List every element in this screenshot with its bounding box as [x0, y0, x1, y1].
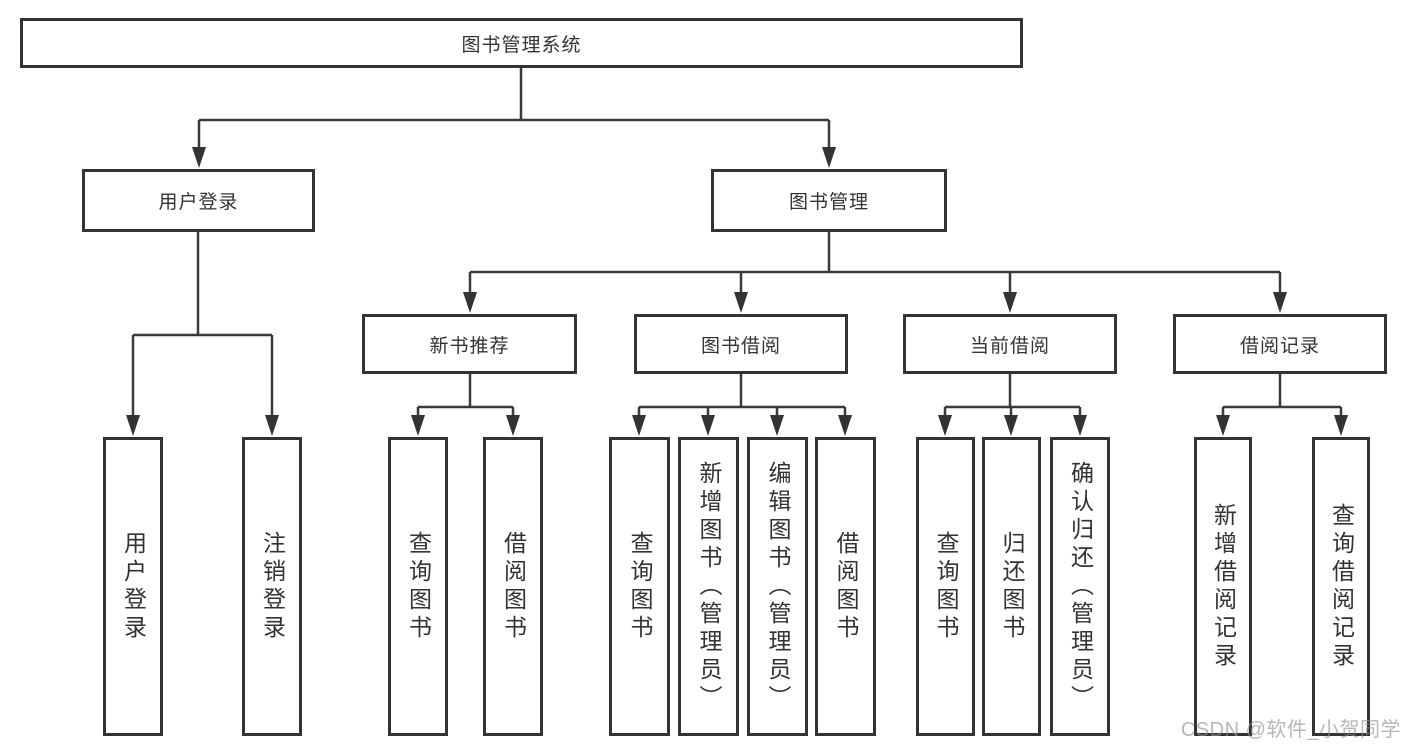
arrowheads [126, 147, 1348, 436]
leaf-borrow-query-books: 查询图书 [609, 437, 670, 736]
arrow-down-icon [411, 415, 425, 436]
leaf-newbook-query-books: 查询图书 [388, 437, 448, 736]
node-root-label: 图书管理系统 [461, 34, 582, 56]
leaf-user-login: 用户登录 [103, 437, 163, 736]
leaf-borrow-add-books-admin-label: 新增图书（管理员） [696, 460, 722, 713]
arrow-down-icon [838, 415, 852, 436]
leaf-current-confirm-return-admin: 确认归还（管理员） [1050, 437, 1110, 736]
arrow-down-icon [1216, 415, 1230, 436]
arrow-down-icon [265, 415, 279, 436]
leaf-records-query-record-label: 查询借阅记录 [1328, 502, 1355, 671]
leaf-current-confirm-return-admin-label: 确认归还（管理员） [1067, 460, 1094, 713]
node-current-borrow-label: 当前借阅 [969, 335, 1050, 357]
edge-newbook-to-leaves [416, 374, 515, 419]
arrow-down-icon [126, 415, 140, 436]
edge-userlogin-to-leaves [131, 232, 274, 418]
arrow-down-icon [822, 147, 836, 168]
node-book-management: 图书管理 [711, 169, 947, 232]
node-book-borrow: 图书借阅 [634, 314, 848, 374]
arrow-down-icon [938, 415, 952, 436]
arrow-down-icon [1273, 292, 1287, 313]
arrow-down-icon [632, 415, 646, 436]
leaf-logout-label: 注销登录 [259, 530, 286, 643]
arrow-down-icon [1334, 415, 1348, 436]
node-new-book-recommend: 新书推荐 [362, 314, 577, 374]
leaf-user-login-label: 用户登录 [120, 530, 147, 643]
arrow-down-icon [506, 415, 520, 436]
leaf-newbook-borrow-books: 借阅图书 [483, 437, 543, 736]
arrow-down-icon [770, 415, 784, 436]
edge-borrowrecord-to-leaves [1221, 374, 1343, 419]
node-book-management-label: 图书管理 [788, 192, 869, 213]
leaf-records-query-record: 查询借阅记录 [1312, 437, 1370, 736]
node-borrow-records-label: 借阅记录 [1239, 335, 1320, 357]
leaf-logout: 注销登录 [242, 437, 302, 736]
arrow-down-icon [1003, 292, 1017, 313]
leaf-borrow-add-books-admin: 新增图书（管理员） [678, 437, 739, 736]
arrow-down-icon [463, 292, 477, 313]
node-book-borrow-label: 图书借阅 [700, 335, 781, 357]
csdn-watermark: CSDN @软件_小贺同学 [1180, 719, 1401, 741]
leaf-current-return-books: 归还图书 [982, 437, 1041, 736]
arrow-down-icon [1073, 415, 1087, 436]
leaf-current-query-books-label: 查询图书 [933, 530, 959, 643]
leaf-records-add-record: 新增借阅记录 [1194, 437, 1252, 736]
leaf-records-add-record-label: 新增借阅记录 [1210, 502, 1237, 671]
leaf-newbook-borrow-books-label: 借阅图书 [500, 530, 527, 643]
edge-bookborrow-to-leaves [637, 374, 847, 419]
leaf-newbook-query-books-label: 查询图书 [405, 530, 432, 643]
node-new-book-recommend-label: 新书推荐 [429, 335, 510, 357]
leaf-borrow-borrow-books: 借阅图书 [815, 437, 876, 736]
edge-bookmgmt-to-level3 [468, 232, 1282, 296]
node-borrow-records: 借阅记录 [1173, 314, 1387, 374]
arrow-down-icon [701, 415, 715, 436]
arrow-down-icon [1004, 415, 1018, 436]
arrow-down-icon [192, 147, 206, 168]
node-user-login: 用户登录 [82, 169, 315, 232]
node-root: 图书管理系统 [20, 18, 1023, 68]
leaf-current-query-books: 查询图书 [916, 437, 975, 736]
leaf-borrow-edit-books-admin: 编辑图书（管理员） [747, 437, 808, 736]
node-current-borrow: 当前借阅 [903, 314, 1117, 374]
node-user-login-label: 用户登录 [158, 192, 239, 213]
leaf-borrow-borrow-books-label: 借阅图书 [833, 530, 859, 643]
edge-currentborrow-to-leaves [943, 374, 1082, 419]
leaf-borrow-query-books-label: 查询图书 [627, 530, 653, 643]
arrow-down-icon [734, 292, 748, 313]
edge-root-to-level2 [197, 68, 831, 149]
leaf-current-return-books-label: 归还图书 [999, 530, 1025, 643]
leaf-borrow-edit-books-admin-label: 编辑图书（管理员） [765, 460, 791, 713]
